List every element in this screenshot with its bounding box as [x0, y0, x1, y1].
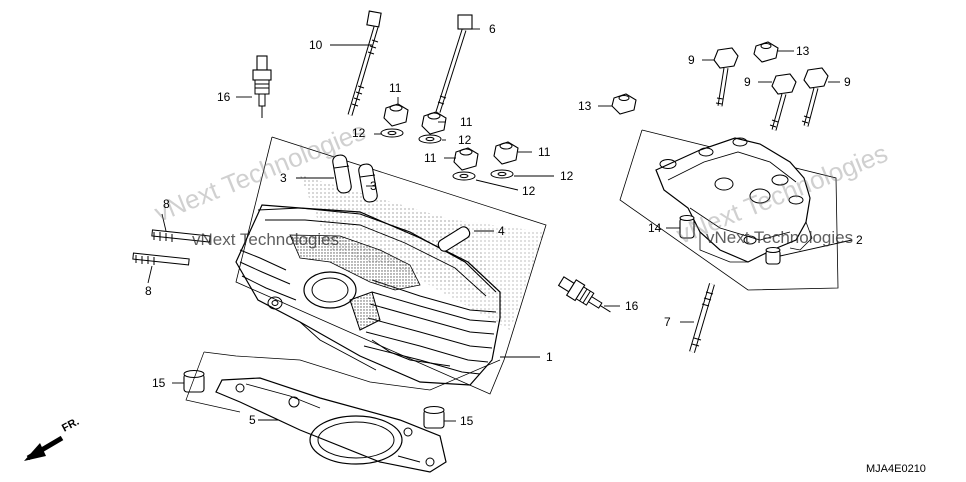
- stud-bolt-lower: [132, 252, 190, 266]
- callout-12-b: 12: [458, 133, 472, 147]
- callout-8-top: 8: [163, 197, 170, 211]
- valve-guide-left: [332, 154, 352, 194]
- washer-3: [452, 171, 476, 181]
- dowel-pin-right: [423, 406, 445, 429]
- valve-guide-right: [358, 163, 378, 203]
- stud-bolt-upper: [151, 229, 211, 243]
- dowel-pin-14: [679, 215, 695, 239]
- callout-11-b: 11: [460, 115, 473, 129]
- valve-guide-diagonal: [437, 226, 471, 252]
- callout-11-d: 11: [538, 145, 551, 159]
- callout-9-a: 9: [688, 53, 695, 67]
- callout-14: 14: [648, 221, 662, 235]
- washer-1: [380, 128, 404, 138]
- callout-15-left: 15: [152, 376, 166, 390]
- flange-bolt-9-left: [713, 47, 739, 107]
- flange-nut-13-left: [611, 93, 637, 115]
- callout-12-d: 12: [522, 184, 536, 198]
- flange-bolt-9-mid: [769, 73, 797, 131]
- callout-2: 2: [856, 233, 863, 247]
- cap-nut-3: [453, 147, 479, 171]
- callout-9-b: 9: [744, 75, 751, 89]
- callout-16-right: 16: [625, 299, 639, 313]
- callout-15-right: 15: [460, 414, 474, 428]
- callout-3-right: 3: [370, 179, 377, 193]
- cap-nut-1: [383, 103, 409, 127]
- head-gasket: [215, 377, 447, 473]
- callout-4: 4: [498, 224, 505, 238]
- washer-4: [490, 169, 514, 179]
- collar-2: [765, 247, 781, 265]
- callout-11-c: 11: [424, 151, 437, 165]
- callout-8-bottom: 8: [145, 284, 152, 298]
- callout-6: 6: [489, 22, 496, 36]
- callout-1: 1: [546, 350, 553, 364]
- cap-nut-2: [421, 111, 447, 135]
- flange-bolt-9-right: [801, 67, 829, 127]
- callout-12-c: 12: [560, 169, 574, 183]
- callout-10: 10: [309, 38, 323, 52]
- spark-plug-top: [252, 55, 272, 118]
- callout-13-top: 13: [796, 44, 810, 58]
- callout-16-top: 16: [217, 90, 231, 104]
- callout-11-a: 11: [389, 81, 402, 95]
- diagram-code: MJA4E0210: [866, 463, 926, 475]
- rocker-arm-holder: [619, 129, 839, 291]
- callout-13-left: 13: [578, 99, 592, 113]
- callout-12-a: 12: [352, 126, 366, 140]
- flange-nut-13-top: [753, 41, 779, 63]
- washer-2: [418, 134, 442, 144]
- stud-bolt-7: [689, 283, 715, 353]
- callout-9-c: 9: [844, 75, 851, 89]
- cap-nut-4: [493, 141, 519, 165]
- dowel-pin-left: [183, 370, 205, 393]
- callout-7: 7: [664, 315, 671, 329]
- callout-3-left: 3: [280, 171, 287, 185]
- leader-lines: [147, 28, 853, 422]
- cylinder-head: [235, 136, 547, 395]
- front-arrow-icon: [24, 435, 64, 461]
- callout-5: 5: [249, 413, 256, 427]
- stud-bolt-10: [347, 10, 382, 116]
- spark-plug-right: [557, 276, 611, 313]
- bolt-6: [435, 14, 473, 113]
